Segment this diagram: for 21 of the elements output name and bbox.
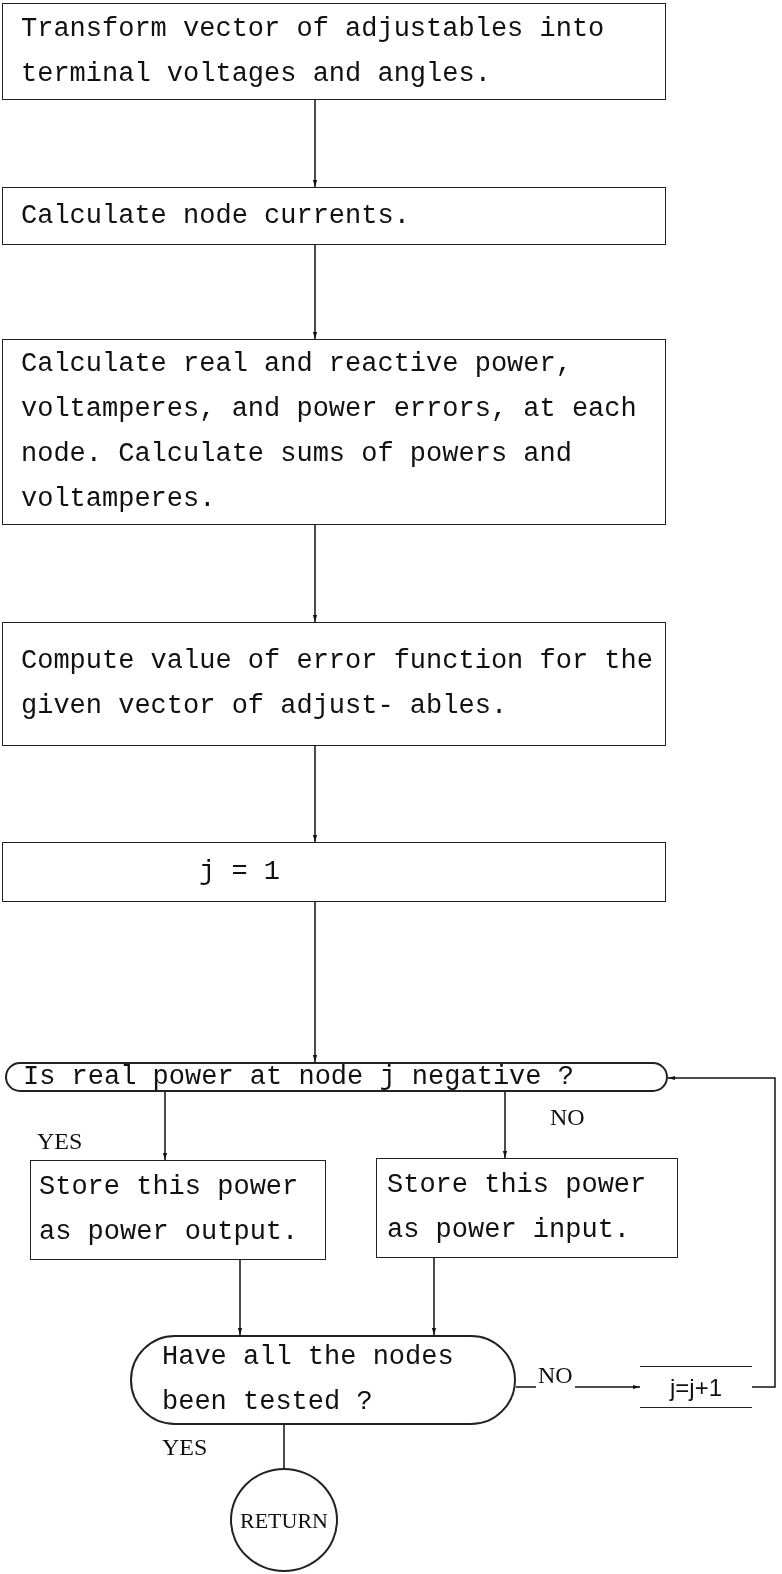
arrow bbox=[667, 1075, 776, 1388]
arrow bbox=[502, 1091, 508, 1159]
arrow bbox=[312, 524, 318, 623]
decision-terminal: Is real power at node j negative ? bbox=[5, 1062, 668, 1092]
arrow bbox=[237, 1259, 243, 1336]
process-box: j = 1 bbox=[2, 842, 666, 902]
process-box: Store this power as power output. bbox=[30, 1160, 326, 1260]
process-box: Transform vector of adjustables into terminal voltages and angles. bbox=[2, 3, 666, 100]
arrow bbox=[312, 745, 318, 843]
terminal-circle: RETURN bbox=[230, 1468, 338, 1572]
process-box: Store this power as power input. bbox=[376, 1158, 678, 1258]
process-box: j=j+1 bbox=[640, 1366, 752, 1408]
arrow bbox=[162, 1091, 168, 1161]
arrow bbox=[312, 244, 318, 340]
process-box: Calculate node currents. bbox=[2, 187, 666, 245]
arrow bbox=[312, 99, 318, 188]
process-box: Compute value of error function for the given vector of adjust- ables. bbox=[2, 622, 666, 746]
process-box: Calculate real and reactive power, voltamperes, and power errors, at each node. Calculate sums of powers and voltamperes. bbox=[2, 339, 666, 525]
arrow bbox=[431, 1257, 437, 1336]
decision-terminal: Have all the nodes been tested ? bbox=[130, 1335, 516, 1425]
arrow bbox=[312, 901, 318, 1063]
